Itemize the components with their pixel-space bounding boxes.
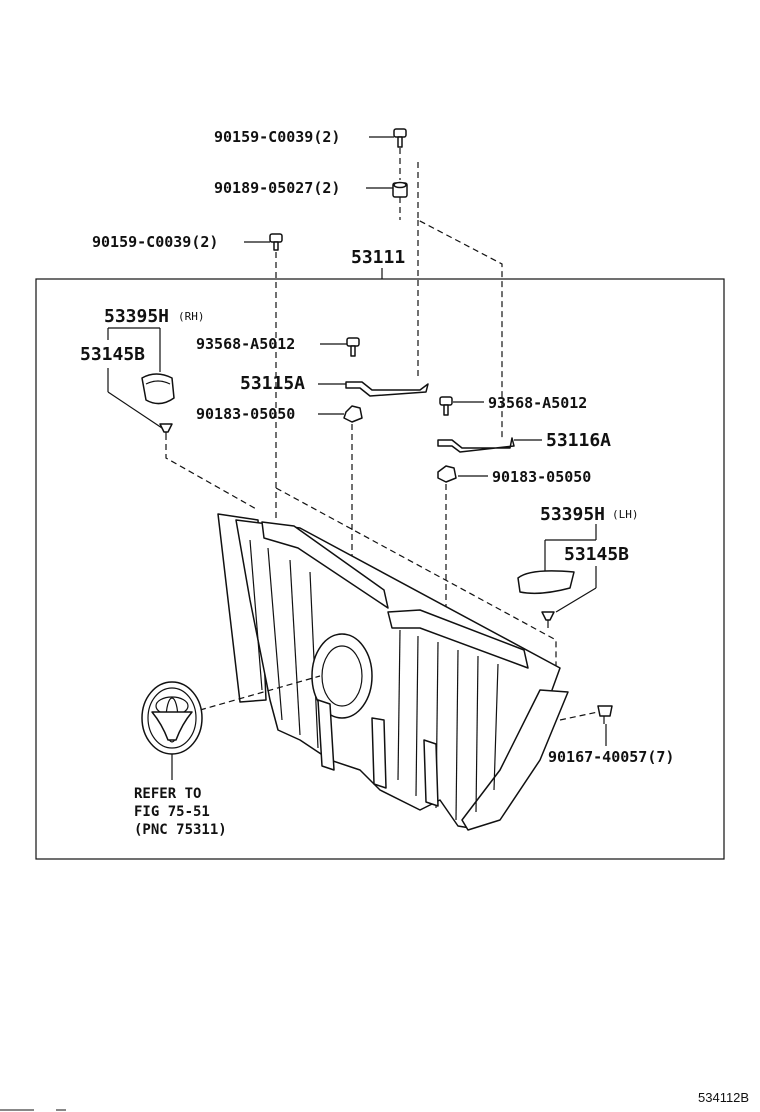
- refer-line-3: (PNC 75311): [134, 822, 227, 838]
- emblem-icon: [141, 373, 175, 405]
- label-nut-2: 90183-05050: [492, 468, 591, 486]
- label-emblem-lh-side: (LH): [612, 508, 639, 521]
- bracket-icon: [345, 381, 429, 397]
- nut-icon: [343, 405, 363, 423]
- toyota-emblem-icon: [141, 681, 203, 755]
- label-screw-1: 93568-A5012: [196, 335, 295, 353]
- nut-icon: [437, 465, 457, 483]
- grille-assembly-frame: [35, 278, 725, 860]
- label-bracket-b: 53116A: [546, 430, 611, 451]
- label-clip-bottom: 90167-40057(7): [548, 748, 674, 766]
- bracket-icon: [437, 437, 515, 453]
- clip-icon: [159, 423, 173, 440]
- label-bolt-left: 90159-C0039(2): [92, 233, 218, 251]
- bolt-icon: [346, 337, 360, 357]
- label-clip-lh: 53145B: [564, 544, 629, 565]
- label-bracket-a: 53115A: [240, 373, 305, 394]
- clip-icon: [597, 705, 613, 724]
- label-grille: 53111: [351, 247, 405, 268]
- label-nut-top: 90189-05027(2): [214, 179, 340, 197]
- label-emblem-rh-side: (RH): [178, 310, 205, 323]
- bolt-icon: [393, 128, 407, 148]
- refer-line-2: FIG 75-51: [134, 804, 210, 820]
- bolt-icon: [269, 233, 283, 251]
- refer-line-1: REFER TO: [134, 786, 201, 802]
- grille-icon: [217, 513, 569, 831]
- label-nut-1: 90183-05050: [196, 405, 295, 423]
- nut-icon: [392, 181, 408, 198]
- bolt-icon: [439, 396, 453, 416]
- clip-icon: [541, 611, 555, 628]
- label-emblem-lh: 53395H: [540, 504, 605, 525]
- label-emblem-rh: 53395H: [104, 306, 169, 327]
- emblem-icon: [517, 570, 575, 595]
- label-bolt-top: 90159-C0039(2): [214, 128, 340, 146]
- label-clip-rh: 53145B: [80, 344, 145, 365]
- figure-id: 534112B: [698, 1090, 749, 1105]
- label-screw-2: 93568-A5012: [488, 394, 587, 412]
